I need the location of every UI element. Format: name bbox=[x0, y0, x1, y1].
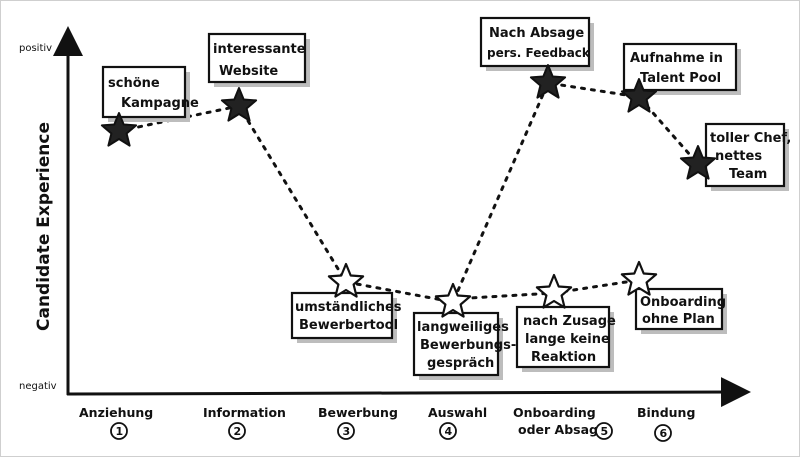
label-line: Reaktion bbox=[531, 350, 596, 365]
touchpoint-label: Aufnahme in Talent Pool bbox=[622, 42, 741, 95]
label-line: schöne bbox=[108, 76, 160, 91]
positive-star-icon bbox=[679, 145, 717, 180]
category-label: Anziehung bbox=[79, 405, 153, 420]
label-line: nettes bbox=[715, 149, 762, 164]
negative-star-icon bbox=[327, 262, 365, 298]
positive-star-icon bbox=[529, 64, 567, 99]
touchpoint-label: umständliches Bewerbertool bbox=[290, 291, 402, 343]
label-line: gespräch bbox=[427, 356, 494, 371]
category: Auswahl 4 bbox=[428, 405, 487, 440]
label-line: toller Chef, bbox=[710, 131, 791, 146]
y-axis-top-label: positiv bbox=[19, 43, 52, 54]
touchpoint-label: Nach Absage pers. Feedback bbox=[479, 16, 594, 71]
touchpoint-label: toller Chef, nettes Team bbox=[704, 122, 791, 191]
category: Bewerbung 3 bbox=[318, 405, 398, 440]
label-line: Bewerbertool bbox=[299, 318, 398, 333]
category-label: Bindung bbox=[637, 405, 695, 420]
label-line: ohne Plan bbox=[642, 312, 715, 327]
category-number: 3 bbox=[343, 425, 351, 438]
positive-star-icon bbox=[100, 112, 138, 147]
category-label: Bewerbung bbox=[318, 405, 398, 420]
journey-path-negative-link bbox=[451, 291, 556, 301]
label-line: Bewerbungs- bbox=[420, 338, 516, 353]
touchpoint-label: nach Zusage lange keine Reaktion bbox=[515, 305, 616, 372]
category-number: 4 bbox=[445, 425, 453, 438]
label-line: lange keine bbox=[525, 332, 610, 347]
touchpoint-label: schöne Kampagne bbox=[101, 65, 199, 122]
category: Anziehung 1 bbox=[79, 405, 153, 440]
label-line: Aufnahme in bbox=[630, 51, 723, 66]
negative-star-icon bbox=[535, 273, 573, 309]
category-number: 1 bbox=[116, 425, 124, 438]
category-number: 6 bbox=[660, 427, 668, 440]
category: Information 2 bbox=[203, 405, 286, 440]
touchpoint-label: langweiliges Bewerbungs- gespräch bbox=[412, 311, 516, 380]
journey-path bbox=[117, 81, 700, 304]
label-line: interessante bbox=[213, 42, 306, 57]
x-axis bbox=[66, 377, 751, 408]
label-line: umständliches bbox=[295, 300, 402, 315]
positive-star-icon bbox=[220, 87, 258, 122]
label-line: Talent Pool bbox=[640, 71, 721, 86]
label-line: Team bbox=[729, 167, 767, 182]
label-line: nach Zusage bbox=[523, 314, 616, 329]
category: Bindung 6 bbox=[637, 405, 695, 442]
label-line: Nach Absage bbox=[489, 26, 584, 41]
label-line: Onboarding bbox=[640, 295, 726, 310]
positive-star-icon bbox=[620, 78, 658, 113]
touchpoint-label: interessante Website bbox=[207, 32, 310, 87]
category-label: Auswahl bbox=[428, 405, 487, 420]
label-line: Kampagne bbox=[121, 96, 199, 111]
category-number: 5 bbox=[601, 425, 609, 438]
label-line: langweiliges bbox=[417, 320, 509, 335]
label-line: Website bbox=[219, 64, 278, 79]
category-number: 2 bbox=[234, 425, 242, 438]
y-axis-title: Candidate Experience bbox=[34, 122, 54, 331]
negative-star-icon bbox=[434, 282, 472, 318]
negative-star-icon bbox=[620, 260, 658, 296]
category-label: Information bbox=[203, 405, 286, 420]
y-axis-bottom-label: negativ bbox=[19, 381, 57, 392]
label-line: pers. Feedback bbox=[487, 46, 591, 60]
touchpoint-label: Onboarding ohne Plan bbox=[634, 287, 727, 334]
